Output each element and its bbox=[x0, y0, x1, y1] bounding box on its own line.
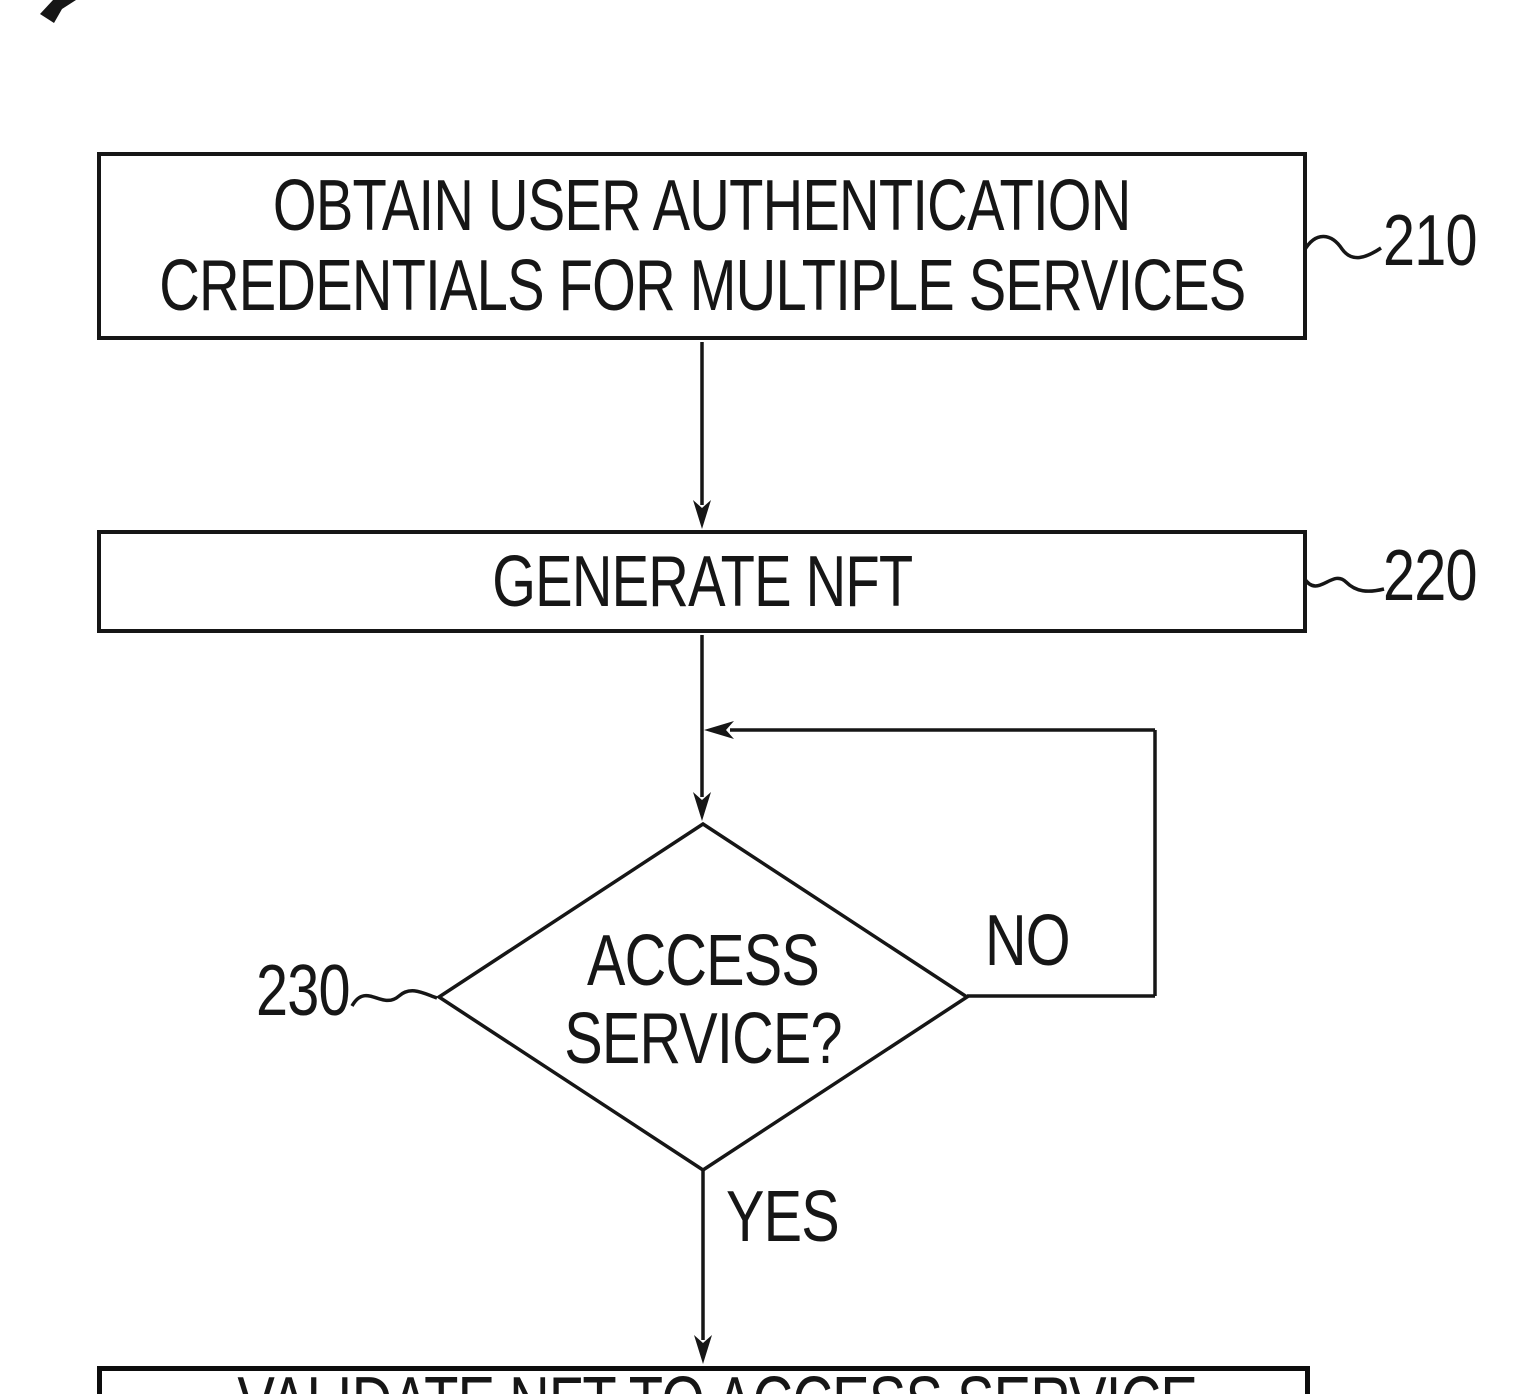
ref-squiggle-230 bbox=[350, 988, 438, 1007]
process-box-clipped-bottom: VALIDATE NFT TO ACCESS SERVICE bbox=[97, 1366, 1310, 1394]
process-box-obtain-credentials-line1: OBTAIN USER AUTHENTICATION bbox=[273, 166, 1131, 246]
decision-line1: ACCESS bbox=[586, 921, 820, 1001]
branch-label-yes: YES bbox=[726, 1177, 840, 1257]
process-box-obtain-credentials: OBTAIN USER AUTHENTICATION CREDENTIALS F… bbox=[97, 152, 1307, 340]
decision-line2: SERVICE? bbox=[564, 999, 842, 1079]
branch-label-no: NO bbox=[985, 901, 1071, 981]
process-box-generate-nft: GENERATE NFT bbox=[97, 530, 1307, 633]
decision-access-service-text: ACCESS SERVICE? bbox=[503, 922, 903, 1078]
ref-number-230: 230 bbox=[256, 951, 351, 1031]
clipped-arrow-fragment-icon bbox=[40, 0, 76, 23]
process-box-obtain-credentials-line2: CREDENTIALS FOR MULTIPLE SERVICES bbox=[158, 246, 1246, 326]
ref-number-220: 220 bbox=[1383, 536, 1478, 616]
process-box-generate-nft-label: GENERATE NFT bbox=[491, 541, 913, 622]
ref-number-210: 210 bbox=[1383, 201, 1478, 281]
ref-squiggle-210 bbox=[1302, 234, 1382, 260]
ref-squiggle-220 bbox=[1302, 576, 1385, 593]
process-box-clipped-bottom-text: VALIDATE NFT TO ACCESS SERVICE bbox=[237, 1371, 1197, 1394]
